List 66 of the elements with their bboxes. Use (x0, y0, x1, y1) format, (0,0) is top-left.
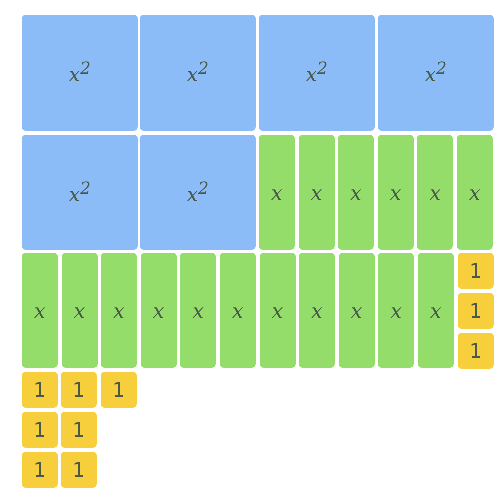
rectangle-tile (180, 253, 216, 368)
variable-label: x$^{2}$ (187, 59, 209, 87)
rectangle-tile (457, 135, 493, 250)
number-label: 1 (112, 378, 126, 402)
rectangle-tile (418, 253, 454, 368)
square-tile (259, 15, 375, 131)
square-tile (22, 135, 138, 250)
variable-label: x (271, 180, 283, 204)
variable-label: x (430, 180, 442, 204)
variable-label: x$^{2}$ (69, 178, 91, 206)
square-tile (22, 15, 138, 131)
square-tile (378, 15, 494, 131)
rectangle-tile (62, 253, 98, 368)
unit-tile (22, 372, 58, 408)
rectangle-tile (220, 253, 256, 368)
variable-label: x$^{2}$ (187, 178, 209, 206)
rectangle-tile (298, 135, 335, 250)
variable-label: x (350, 180, 362, 204)
variable-label: x (390, 298, 402, 322)
rectangle-tile (338, 253, 375, 368)
rectangle-tile (299, 253, 336, 368)
rectangle-tile (140, 253, 177, 368)
rectangle-tile (417, 135, 454, 250)
variable-label: x (390, 180, 402, 204)
number-label: 1 (470, 259, 482, 283)
variable-label: x (430, 298, 442, 322)
number-label: 1 (72, 418, 86, 442)
variable-label: x (469, 180, 481, 204)
number-label: 1 (34, 418, 46, 442)
unit-tile (61, 372, 97, 408)
rectangle-tile (260, 253, 296, 368)
rectangle-tile (259, 135, 295, 250)
unit-tile (61, 452, 97, 488)
square-tile (140, 135, 256, 250)
variable-label: x$^{2}$ (69, 59, 91, 87)
variable-label: x (153, 298, 164, 322)
variable-label: x (114, 298, 125, 322)
rectangle-tile (101, 253, 138, 368)
number-label: 1 (470, 339, 482, 363)
number-label: 1 (72, 378, 86, 402)
unit-tile (458, 333, 494, 369)
variable-label: x (34, 298, 46, 322)
square-tile (140, 15, 256, 131)
unit-tile (458, 253, 494, 289)
variable-label: x (232, 298, 244, 322)
rectangle-tile (22, 253, 58, 368)
unit-tile (101, 372, 137, 408)
unit-tile (61, 412, 97, 448)
number-label: 1 (34, 378, 46, 402)
rectangle-tile (338, 135, 374, 250)
rectangle-tile (378, 135, 414, 250)
variable-label: x (351, 298, 362, 322)
number-label: 1 (34, 458, 46, 482)
number-label: 1 (72, 458, 86, 482)
rectangle-tile (378, 253, 414, 368)
unit-tile (22, 452, 58, 488)
variable-label: x (192, 298, 204, 322)
variable-label: x (310, 180, 322, 204)
variable-label: x$^{2}$ (425, 59, 447, 87)
variable-label: x (74, 298, 86, 322)
variable-label: x (312, 298, 323, 322)
number-label: 1 (470, 299, 482, 323)
variable-label: x (272, 298, 284, 322)
variable-label: x$^{2}$ (306, 59, 328, 87)
unit-tile (22, 412, 58, 448)
unit-tile (458, 293, 494, 329)
